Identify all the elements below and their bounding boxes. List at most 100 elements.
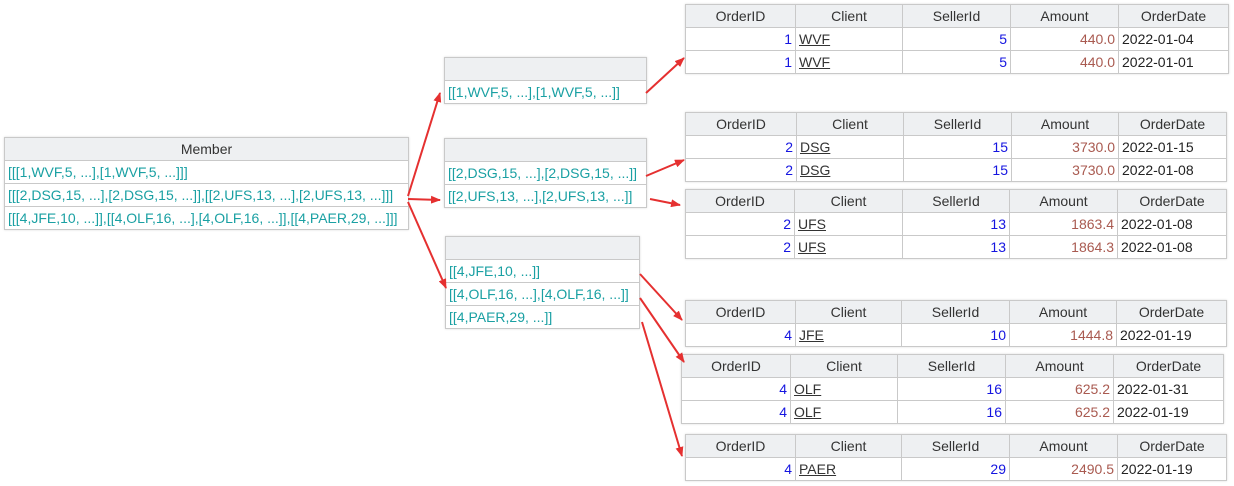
cell-sellerid: 13 xyxy=(902,212,1010,236)
cell-orderdate: 2022-01-08 xyxy=(1117,235,1227,259)
col-amount: Amount xyxy=(1005,354,1114,378)
cell-amount: 625.2 xyxy=(1005,400,1114,424)
col-orderid: OrderID xyxy=(685,4,796,28)
table-row: 2 UFS 13 1863.4 2022-01-08 xyxy=(685,212,1227,236)
cell-sellerid: 5 xyxy=(902,50,1011,74)
cell-amount: 3730.0 xyxy=(1011,158,1119,182)
orders-table-dsg: OrderID Client SellerId Amount OrderDate… xyxy=(685,112,1227,182)
cell-orderid: 2 xyxy=(685,135,797,159)
cell-client-link[interactable]: DSG xyxy=(796,158,904,182)
col-client: Client xyxy=(795,4,903,28)
cell-amount: 440.0 xyxy=(1010,27,1119,51)
col-client: Client xyxy=(795,300,902,324)
group-table-2: [[2,DSG,15, ...],[2,DSG,15, ...]] [[2,UF… xyxy=(444,138,647,208)
col-orderdate: OrderDate xyxy=(1116,300,1227,324)
cell-orderid: 2 xyxy=(685,235,795,259)
group-table-3: [[4,JFE,10, ...]] [[4,OLF,16, ...],[4,OL… xyxy=(445,236,640,329)
orders-table-paer: OrderID Client SellerId Amount OrderDate… xyxy=(685,434,1227,481)
group-row[interactable]: [[1,WVF,5, ...],[1,WVF,5, ...]] xyxy=(444,80,647,104)
table-row: 2 DSG 15 3730.0 2022-01-15 xyxy=(685,135,1227,159)
cell-orderid: 2 xyxy=(685,158,797,182)
arrow xyxy=(641,321,684,457)
col-orderid: OrderID xyxy=(685,300,796,324)
col-amount: Amount xyxy=(1011,112,1119,136)
cell-sellerid: 15 xyxy=(903,158,1012,182)
cell-sellerid: 16 xyxy=(897,400,1006,424)
orders-table-ufs: OrderID Client SellerId Amount OrderDate… xyxy=(685,189,1227,259)
cell-client-link[interactable]: OLF xyxy=(790,400,898,424)
group-row[interactable]: [[4,OLF,16, ...],[4,OLF,16, ...]] xyxy=(445,282,640,306)
member-table: Member [[[1,WVF,5, ...],[1,WVF,5, ...]]]… xyxy=(4,137,409,230)
col-sellerid: SellerId xyxy=(903,112,1012,136)
col-orderid: OrderID xyxy=(685,112,797,136)
group-row[interactable]: [[4,PAER,29, ...]] xyxy=(445,305,640,329)
member-row[interactable]: [[[1,WVF,5, ...],[1,WVF,5, ...]]] xyxy=(4,160,409,184)
cell-client-link[interactable]: JFE xyxy=(795,323,902,347)
arrow xyxy=(639,273,683,321)
col-orderid: OrderID xyxy=(685,434,796,458)
col-sellerid: SellerId xyxy=(897,354,1006,378)
group-row[interactable]: [[2,UFS,13, ...],[2,UFS,13, ...]] xyxy=(444,184,647,208)
cell-orderid: 4 xyxy=(681,377,791,401)
group-header xyxy=(444,57,647,81)
col-orderdate: OrderDate xyxy=(1117,434,1227,458)
table-row: 1 WVF 5 440.0 2022-01-01 xyxy=(685,50,1229,74)
arrow xyxy=(407,92,442,197)
cell-orderdate: 2022-01-19 xyxy=(1113,400,1224,424)
cell-orderid: 4 xyxy=(685,323,796,347)
cell-client-link[interactable]: PAER xyxy=(795,457,902,481)
orders-table-wvf: OrderID Client SellerId Amount OrderDate… xyxy=(685,4,1229,74)
table-row: 2 UFS 13 1864.3 2022-01-08 xyxy=(685,235,1227,259)
cell-client-link[interactable]: UFS xyxy=(794,235,903,259)
col-sellerid: SellerId xyxy=(902,189,1010,213)
group-row[interactable]: [[2,DSG,15, ...],[2,DSG,15, ...]] xyxy=(444,161,647,185)
table-row: 4 PAER 29 2490.5 2022-01-19 xyxy=(685,457,1227,481)
orders-table-olf: OrderID Client SellerId Amount OrderDate… xyxy=(681,354,1224,424)
cell-orderdate: 2022-01-19 xyxy=(1117,457,1227,481)
col-sellerid: SellerId xyxy=(901,300,1010,324)
cell-sellerid: 13 xyxy=(902,235,1010,259)
col-orderdate: OrderDate xyxy=(1113,354,1224,378)
member-row[interactable]: [[[4,JFE,10, ...]],[[4,OLF,16, ...],[4,O… xyxy=(4,206,409,230)
table-row: 4 JFE 10 1444.8 2022-01-19 xyxy=(685,323,1227,347)
col-client: Client xyxy=(796,112,904,136)
cell-amount: 440.0 xyxy=(1010,50,1119,74)
table-row: 4 OLF 16 625.2 2022-01-19 xyxy=(681,400,1224,424)
col-amount: Amount xyxy=(1009,189,1118,213)
table-row: 2 DSG 15 3730.0 2022-01-08 xyxy=(685,158,1227,182)
col-amount: Amount xyxy=(1010,4,1119,28)
arrow xyxy=(645,159,685,177)
col-amount: Amount xyxy=(1009,300,1117,324)
col-orderid: OrderID xyxy=(685,189,795,213)
cell-client-link[interactable]: OLF xyxy=(790,377,898,401)
cell-sellerid: 5 xyxy=(902,27,1011,51)
cell-amount: 2490.5 xyxy=(1009,457,1118,481)
col-orderdate: OrderDate xyxy=(1118,112,1227,136)
cell-sellerid: 10 xyxy=(901,323,1010,347)
group-header xyxy=(444,138,647,162)
cell-client-link[interactable]: UFS xyxy=(794,212,903,236)
arrow xyxy=(649,198,681,208)
cell-orderdate: 2022-01-19 xyxy=(1116,323,1227,347)
col-orderdate: OrderDate xyxy=(1118,4,1229,28)
cell-orderdate: 2022-01-15 xyxy=(1118,135,1227,159)
col-client: Client xyxy=(795,434,902,458)
col-sellerid: SellerId xyxy=(901,434,1010,458)
col-amount: Amount xyxy=(1009,434,1118,458)
cell-amount: 1863.4 xyxy=(1009,212,1118,236)
cell-orderid: 1 xyxy=(685,50,796,74)
cell-orderdate: 2022-01-08 xyxy=(1118,158,1227,182)
cell-orderid: 4 xyxy=(685,457,796,481)
cell-client-link[interactable]: WVF xyxy=(795,50,903,74)
cell-amount: 1444.8 xyxy=(1009,323,1117,347)
arrow xyxy=(407,201,447,289)
table-row: 4 OLF 16 625.2 2022-01-31 xyxy=(681,377,1224,401)
arrow xyxy=(645,57,685,94)
col-client: Client xyxy=(790,354,898,378)
arrow xyxy=(407,195,441,204)
arrow xyxy=(639,297,685,363)
cell-amount: 3730.0 xyxy=(1011,135,1119,159)
orders-table-jfe: OrderID Client SellerId Amount OrderDate… xyxy=(685,300,1227,347)
cell-orderdate: 2022-01-04 xyxy=(1118,27,1229,51)
cell-orderdate: 2022-01-01 xyxy=(1118,50,1229,74)
